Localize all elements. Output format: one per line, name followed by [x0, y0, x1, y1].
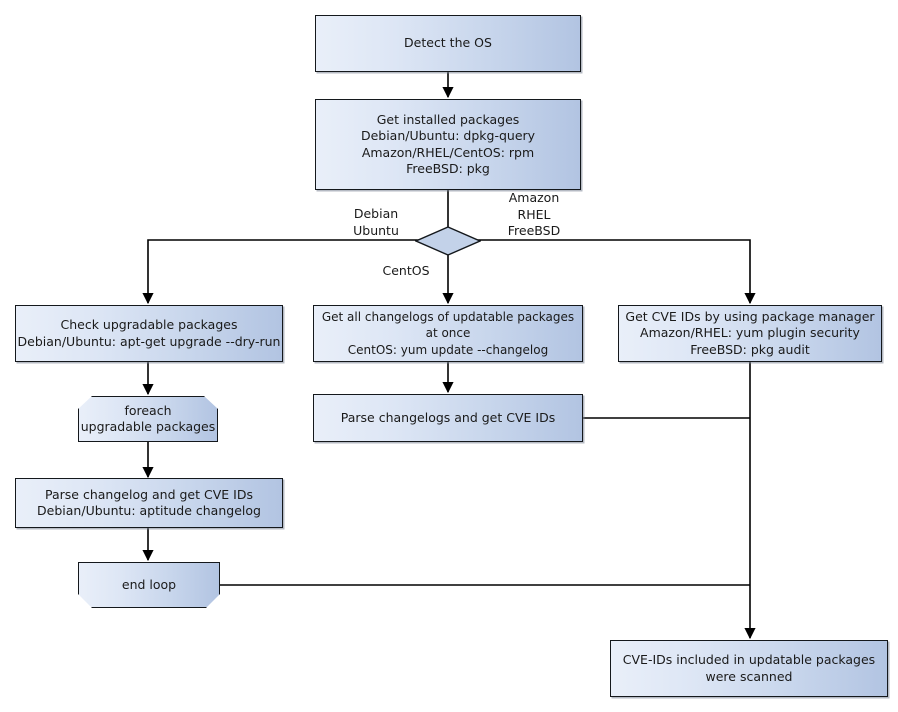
node-detect-os[interactable]: Detect the OS [315, 15, 581, 72]
node-parse-changelogs-get-cve-label: Parse changelogs and get CVE IDs [340, 409, 556, 425]
diamond-shape [414, 226, 482, 256]
edge-label-amazon-rhel-freebsd: Amazon RHEL FreeBSD [507, 190, 561, 238]
node-get-all-changelogs[interactable]: Get all changelogs of updatable packages… [313, 305, 583, 362]
edge-label-centos: CentOS [382, 263, 430, 278]
node-parse-changelogs-get-cve[interactable]: Parse changelogs and get CVE IDs [313, 394, 583, 442]
node-parse-changelog-get-cve-label: Parse changelog and get CVE IDs Debian/U… [37, 486, 261, 519]
node-scanned-result[interactable]: CVE-IDs included in updatable packages w… [610, 640, 888, 697]
node-get-cve-package-manager-label: Get CVE IDs by using package manager Ama… [625, 308, 875, 357]
node-foreach-label: foreach upgradable packages [80, 402, 216, 434]
edge-decision-to-cve-pkg-manager [473, 239, 756, 305]
edge-label-debian-ubuntu: Debian Ubuntu [353, 206, 399, 238]
node-os-decision[interactable] [414, 226, 482, 256]
node-scanned-result-label: CVE-IDs included in updatable packages w… [622, 652, 876, 684]
node-detect-os-label: Detect the OS [404, 35, 492, 51]
node-end-loop[interactable]: end loop [78, 562, 220, 608]
node-parse-changelog-get-cve[interactable]: Parse changelog and get CVE IDs Debian/U… [15, 478, 283, 528]
node-get-cve-package-manager[interactable]: Get CVE IDs by using package manager Ama… [618, 305, 882, 362]
node-check-upgradable-packages[interactable]: Check upgradable packages Debian/Ubuntu:… [15, 305, 283, 362]
node-foreach-upgradable-packages[interactable]: foreach upgradable packages [78, 396, 218, 442]
node-get-all-changelogs-label: Get all changelogs of updatable packages… [321, 309, 575, 357]
node-get-installed-packages[interactable]: Get installed packages Debian/Ubuntu: dp… [315, 99, 581, 190]
node-check-upgradable-packages-label: Check upgradable packages Debian/Ubuntu:… [17, 317, 281, 349]
node-end-loop-label: end loop [121, 576, 177, 592]
node-get-installed-packages-label: Get installed packages Debian/Ubuntu: dp… [360, 111, 536, 177]
